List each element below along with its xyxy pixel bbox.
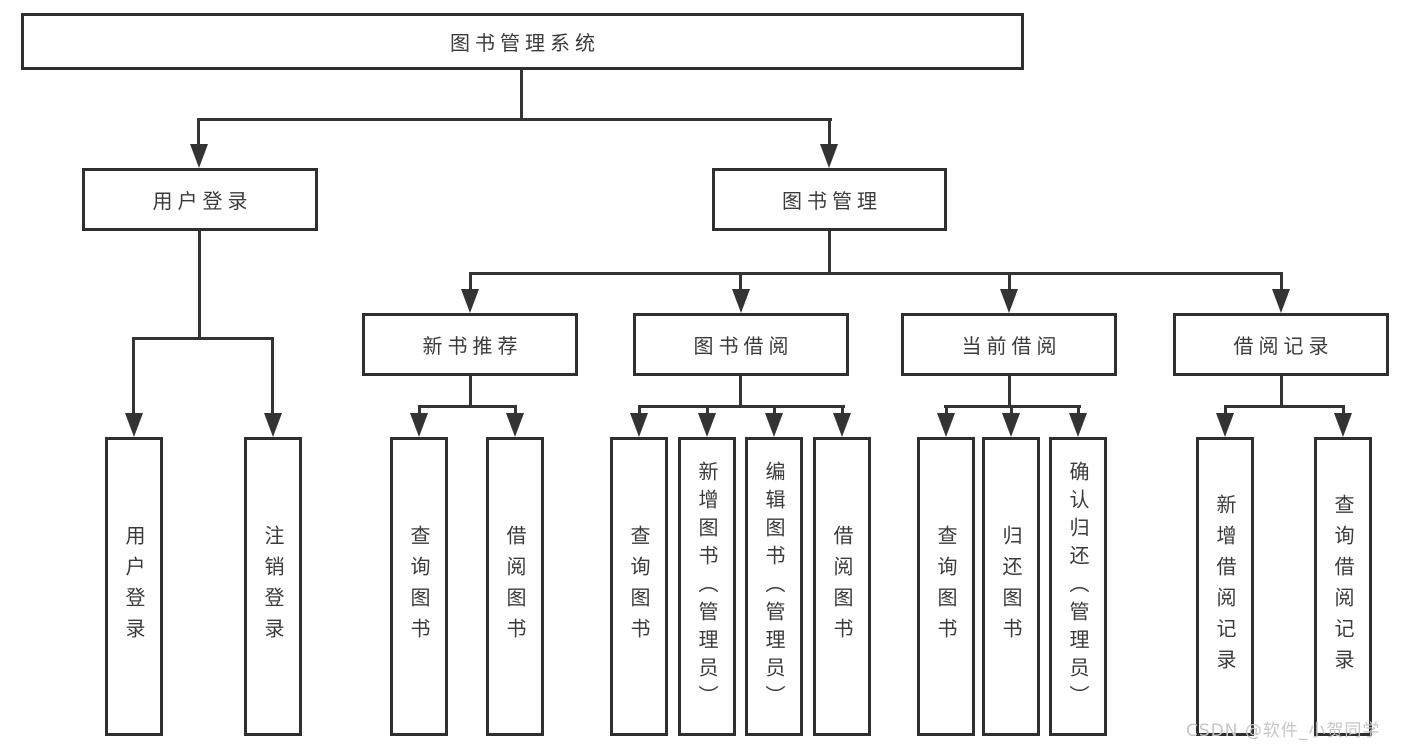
connector-line [469, 272, 1283, 275]
connector-line [418, 405, 517, 408]
connector-line [1008, 375, 1011, 408]
connector-line [132, 337, 135, 416]
node-label: 借阅图书 [830, 524, 854, 649]
leaf-return-books: 归还图书 [982, 437, 1040, 736]
node-label: 图书管理系统 [450, 31, 600, 55]
node-label: 确认归还（管理员） [1066, 460, 1090, 713]
arrow-down-icon [1069, 413, 1087, 437]
arrow-down-icon [264, 413, 282, 437]
node-label: 当前借阅 [961, 334, 1062, 358]
node-label: 图书借阅 [693, 334, 794, 358]
connector-line [945, 405, 948, 417]
leaf-add-borrow-record: 新增借阅记录 [1196, 437, 1254, 736]
leaf-borrow-books-recommend: 借阅图书 [486, 437, 544, 736]
node-user-login: 用户登录 [82, 168, 318, 231]
node-label: 用户登录 [152, 189, 253, 213]
arrow-down-icon [1272, 289, 1290, 313]
connector-line [1224, 405, 1227, 417]
node-label: 查询图书 [407, 524, 431, 649]
node-label: 查询借阅记录 [1331, 493, 1355, 680]
arrow-down-icon [698, 413, 716, 437]
node-current-borrowing: 当前借阅 [901, 313, 1117, 376]
arrow-down-icon [765, 413, 783, 437]
node-label: 借阅图书 [503, 524, 527, 649]
node-label: 新增借阅记录 [1213, 493, 1237, 680]
arrow-down-icon [1334, 413, 1352, 437]
node-label: 编辑图书（管理员） [762, 460, 786, 713]
arrow-down-icon [732, 289, 750, 313]
node-book-borrowing: 图书借阅 [633, 313, 849, 376]
arrow-down-icon [1002, 413, 1020, 437]
connector-line [638, 405, 641, 417]
watermark: CSDN @软件_小贺同学 [1186, 721, 1381, 741]
leaf-edit-book-admin: 编辑图书（管理员） [745, 437, 803, 736]
node-library-management-system: 图书管理系统 [21, 13, 1024, 70]
node-label: 用户登录 [122, 524, 146, 649]
node-label: 注销登录 [261, 524, 285, 649]
node-label: 归还图书 [999, 524, 1023, 649]
connector-line [197, 118, 832, 121]
node-label: 新书推荐 [422, 334, 523, 358]
connector-line [773, 405, 776, 417]
leaf-logout: 注销登录 [244, 437, 302, 736]
arrow-down-icon [820, 144, 838, 168]
connector-line [638, 405, 845, 408]
node-label: 借阅记录 [1233, 334, 1334, 358]
node-label: 图书管理 [782, 189, 882, 213]
arrow-down-icon [833, 413, 851, 437]
arrow-down-icon [937, 413, 955, 437]
node-label: 新增图书（管理员） [695, 460, 719, 713]
connector-line [841, 405, 844, 417]
arrow-down-icon [461, 289, 479, 313]
leaf-user-login: 用户登录 [105, 437, 163, 736]
connector-line [828, 231, 831, 275]
leaf-query-books-current: 查询图书 [917, 437, 975, 736]
connector-line [1280, 272, 1283, 294]
connector-line [739, 272, 742, 294]
connector-line [1008, 272, 1011, 294]
arrow-down-icon [630, 413, 648, 437]
connector-line [1010, 405, 1013, 417]
leaf-add-book-admin: 新增图书（管理员） [678, 437, 736, 736]
connector-line [197, 118, 200, 148]
connector-line [706, 405, 709, 417]
leaf-borrow-books-borrowing: 借阅图书 [813, 437, 871, 736]
connector-line [1077, 405, 1080, 417]
arrow-down-icon [125, 413, 143, 437]
connector-line [520, 69, 523, 121]
connector-line [739, 375, 742, 408]
node-borrowing-records: 借阅记录 [1173, 313, 1389, 376]
arrow-down-icon [506, 413, 524, 437]
arrow-down-icon [1000, 289, 1018, 313]
node-new-book-recommend: 新书推荐 [362, 313, 578, 376]
connector-line [132, 337, 274, 340]
connector-line [514, 405, 517, 417]
connector-line [469, 272, 472, 294]
leaf-confirm-return-admin: 确认归还（管理员） [1049, 437, 1107, 736]
connector-line [1342, 405, 1345, 417]
connector-line [418, 405, 421, 417]
leaf-query-borrow-record: 查询借阅记录 [1314, 437, 1372, 736]
connector-line [271, 337, 274, 416]
node-label: 查询图书 [934, 524, 958, 649]
arrow-down-icon [410, 413, 428, 437]
arrow-down-icon [190, 144, 208, 168]
leaf-query-books-recommend: 查询图书 [390, 437, 448, 736]
connector-line [828, 118, 831, 148]
connector-line [1224, 405, 1345, 408]
connector-line [1280, 375, 1283, 408]
connector-line [469, 375, 472, 408]
node-label: 查询图书 [627, 524, 651, 649]
leaf-query-books-borrowing: 查询图书 [610, 437, 668, 736]
arrow-down-icon [1216, 413, 1234, 437]
connector-line [198, 231, 201, 340]
node-book-management: 图书管理 [712, 168, 947, 231]
